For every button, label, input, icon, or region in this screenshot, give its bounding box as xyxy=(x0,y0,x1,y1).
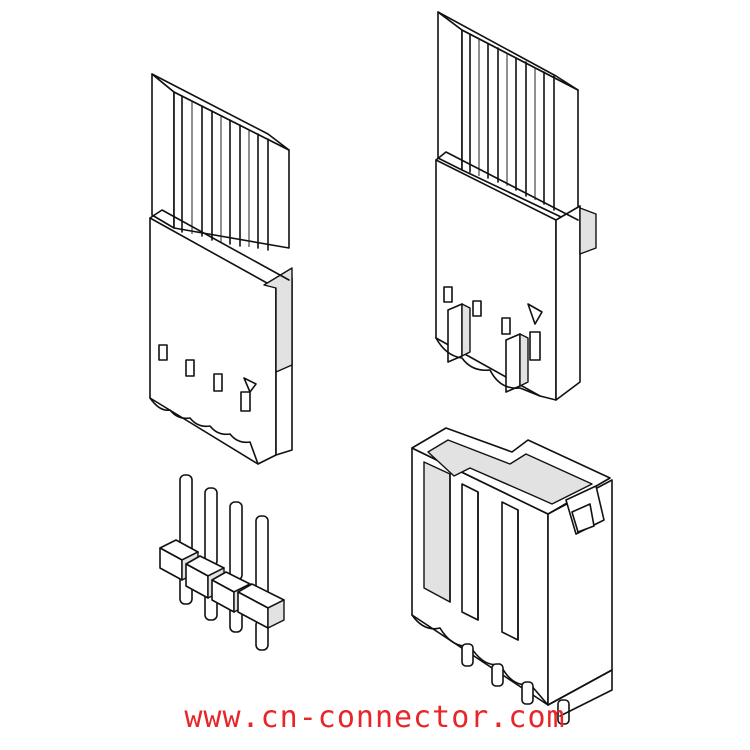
pin-header xyxy=(159,474,285,651)
pin-4 xyxy=(255,515,269,651)
watermark-url: www.cn-connector.com xyxy=(184,700,566,735)
housing-rear xyxy=(435,11,597,401)
wafer xyxy=(411,427,613,725)
housing-front xyxy=(149,73,293,465)
